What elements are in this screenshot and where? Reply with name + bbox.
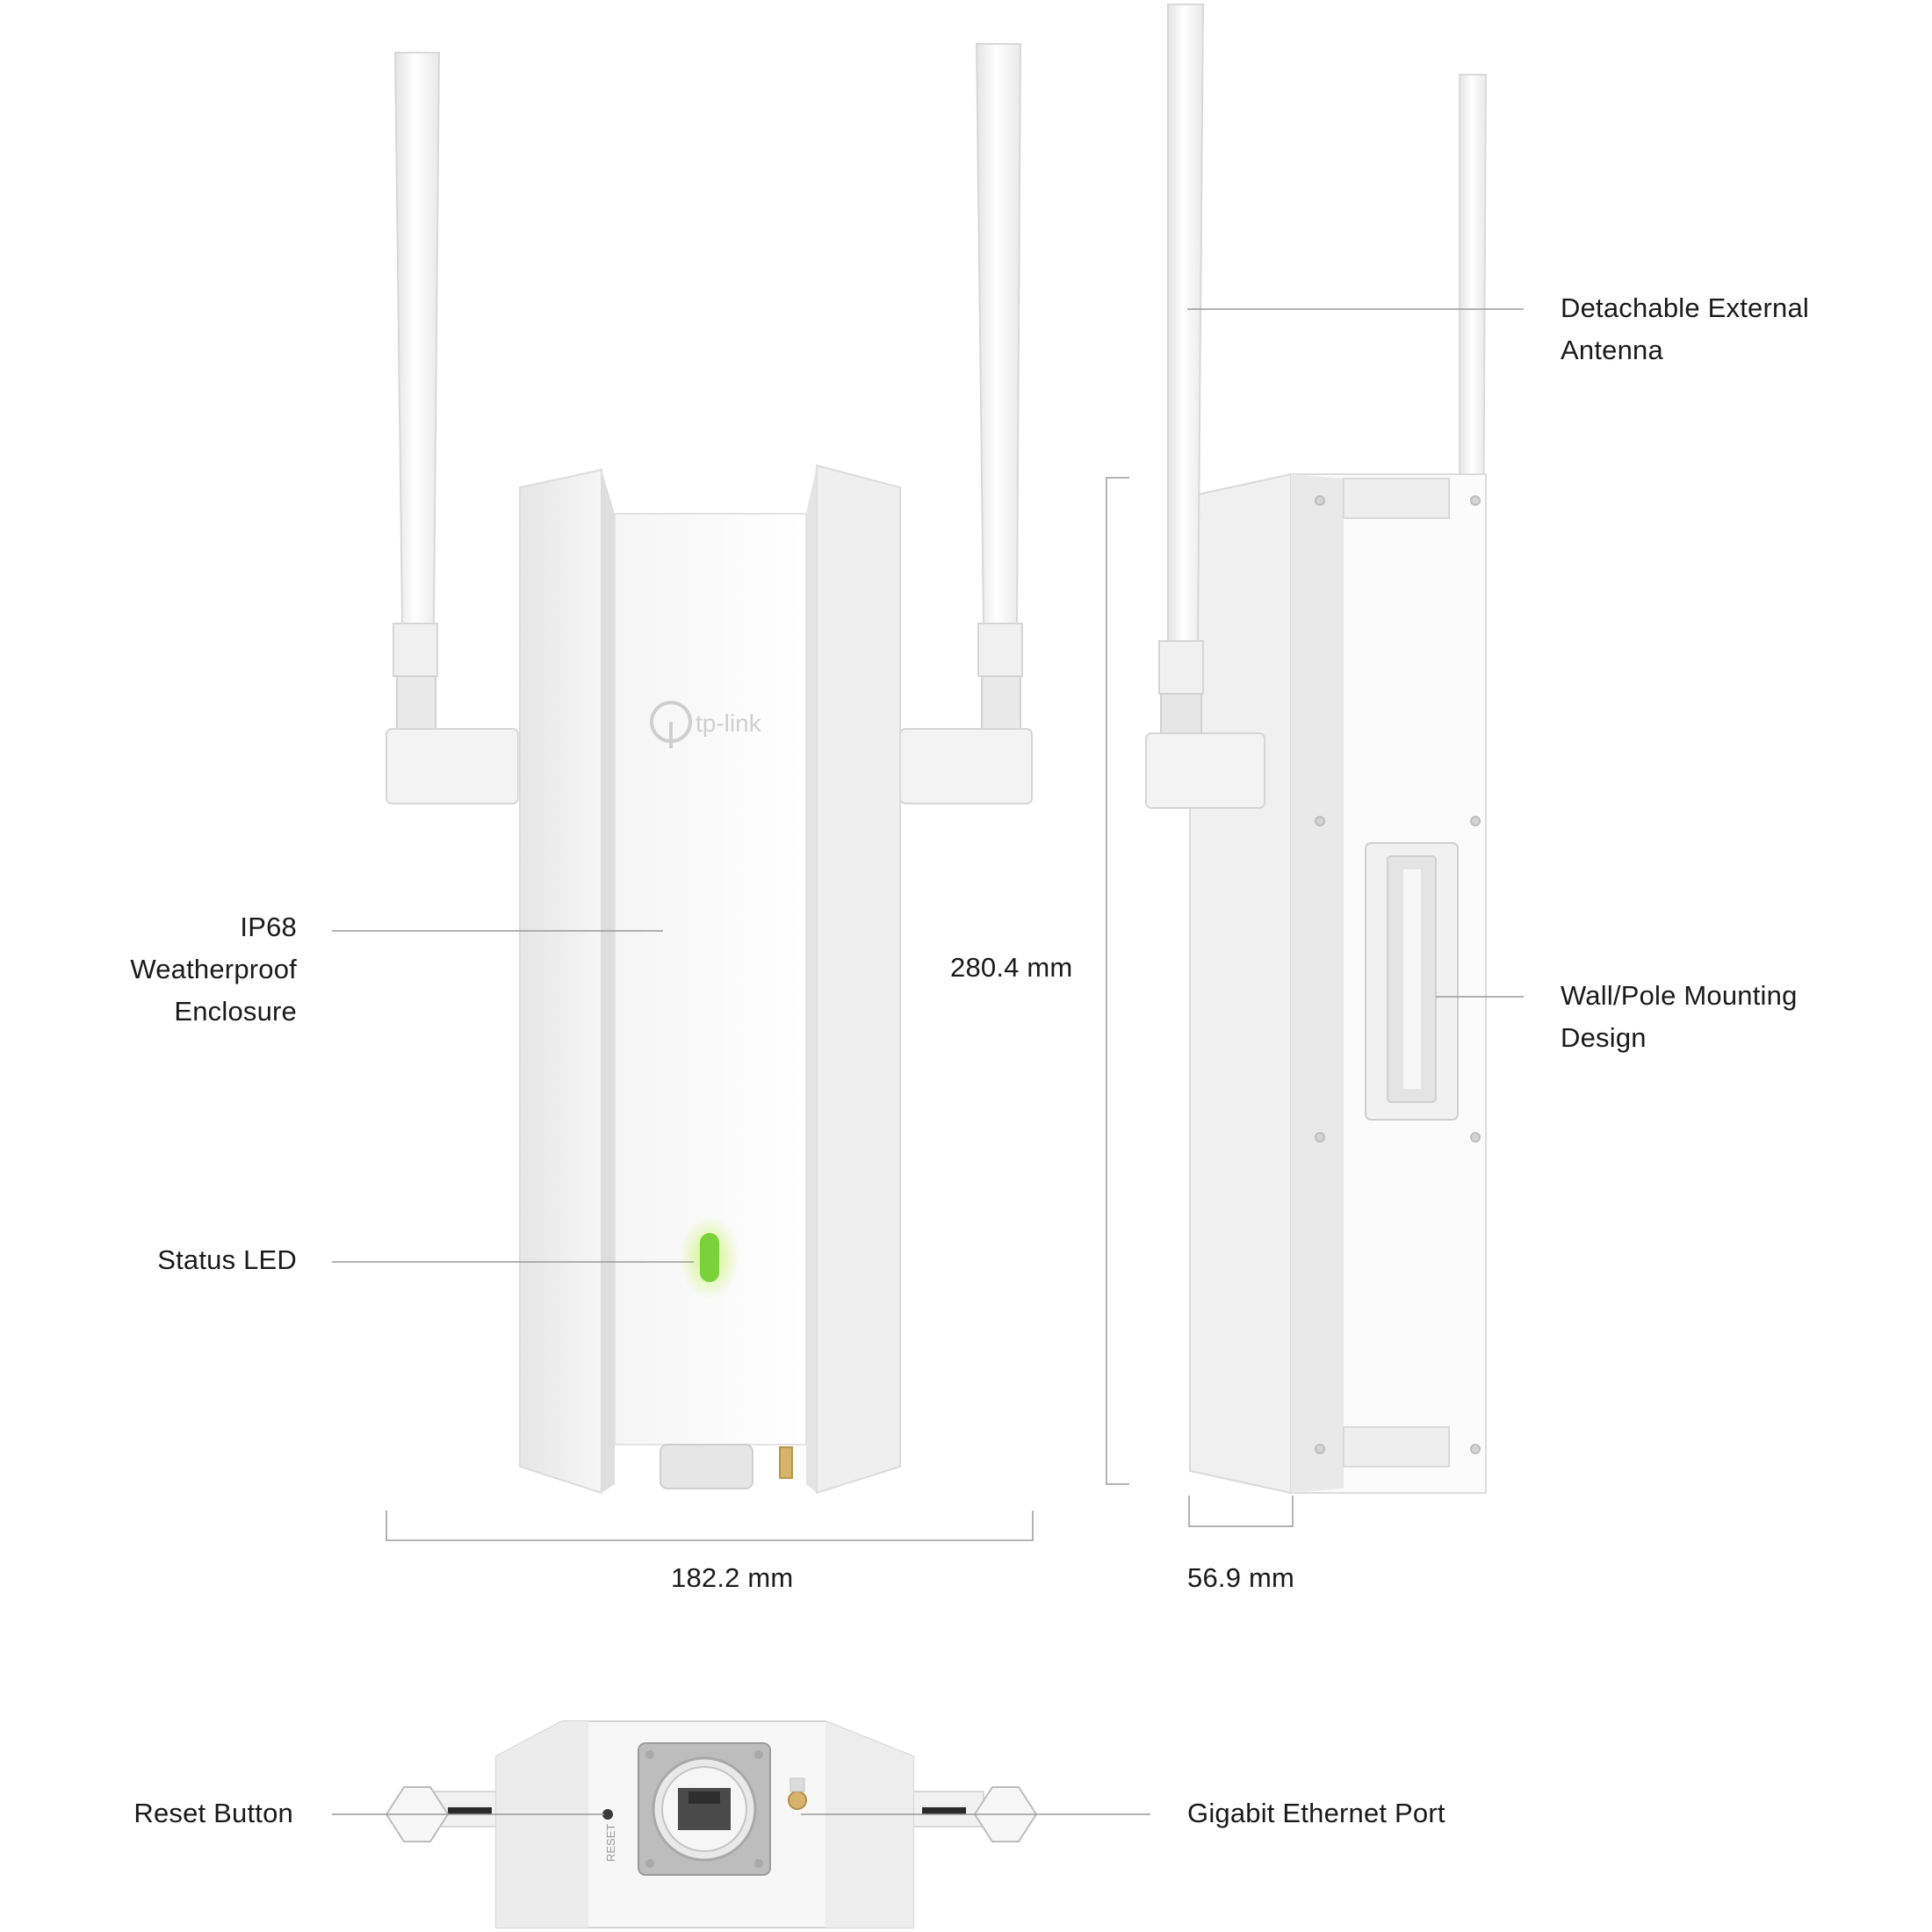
dimension-depth-text: 56.9 mm [1187, 1562, 1294, 1593]
callout-lines [332, 308, 1524, 1815]
dimension-height-text: 280.4 mm [950, 952, 1073, 983]
side-view [1145, 4, 1488, 1495]
callout-antenna-line2: Antenna [1561, 335, 1663, 365]
callout-ethernet-port-text: Gigabit Ethernet Port [1187, 1798, 1445, 1828]
callout-status-led: Status LED [16, 1239, 297, 1281]
reset-hole-icon [602, 1809, 613, 1820]
status-led-icon [700, 1233, 719, 1282]
callout-mounting-line2: Design [1561, 1022, 1647, 1053]
front-right-antenna [899, 43, 1033, 804]
front-view: tp-link [386, 43, 1033, 1495]
brand-logo-text: tp-link [696, 710, 762, 737]
callout-reset-button: Reset Button [12, 1792, 293, 1835]
dimension-height: 280.4 mm [950, 947, 1072, 989]
callout-enclosure-line1: IP68 [240, 912, 297, 942]
callout-antenna-line1: Detachable External [1561, 292, 1809, 323]
dimension-lines [386, 477, 1294, 1541]
callout-status-led-text: Status LED [157, 1244, 297, 1275]
callout-mounting-line1: Wall/Pole Mounting [1561, 980, 1798, 1011]
dimension-depth: 56.9 mm [1187, 1557, 1294, 1599]
front-left-antenna [386, 52, 523, 804]
callout-enclosure-line3: Enclosure [174, 996, 297, 1027]
reset-port-text: RESET [604, 1824, 617, 1862]
dimension-width-text: 182.2 mm [671, 1562, 794, 1593]
callout-antenna: Detachable External Antenna [1561, 287, 1809, 371]
tp-link-logo: tp-link [650, 701, 762, 748]
callout-reset-button-text: Reset Button [133, 1798, 293, 1828]
callout-enclosure-line2: Weatherproof [130, 954, 297, 984]
dimension-width: 182.2 mm [671, 1557, 793, 1599]
callout-enclosure: IP68 Weatherproof Enclosure [16, 906, 297, 1033]
bottom-view: RESET [385, 1720, 1038, 1928]
callout-ethernet-port: Gigabit Ethernet Port [1187, 1792, 1445, 1835]
callout-mounting: Wall/Pole Mounting Design [1561, 975, 1798, 1059]
